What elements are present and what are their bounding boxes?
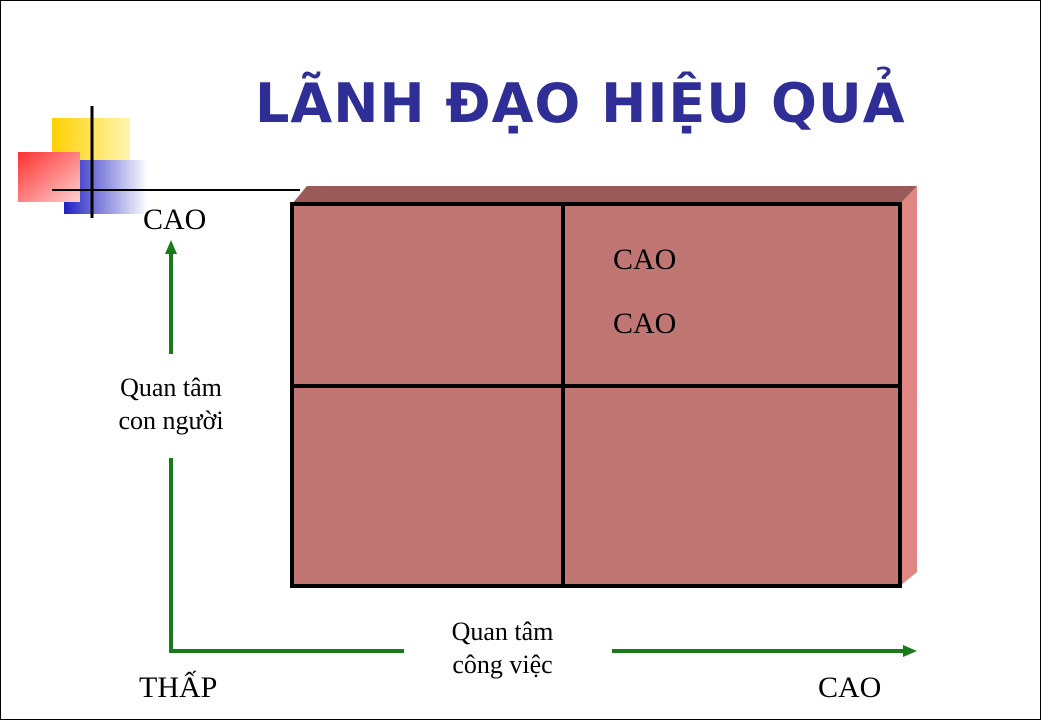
top-right-cell-label-1: CAO: [613, 243, 677, 276]
x-axis-title-line2: công việc: [452, 650, 553, 679]
decorative-squares-graphic: [18, 106, 300, 218]
matrix-border: [290, 202, 902, 588]
y-axis-title-line2: con người: [118, 406, 224, 435]
origin-low-label: THẤP: [139, 671, 218, 704]
matrix-side-face: [900, 186, 917, 586]
y-axis-title: Quan tâm con người: [106, 371, 236, 437]
x-axis-arrowhead: [903, 645, 917, 657]
y-axis-high-label: CAO: [143, 203, 207, 236]
matrix-top-face: [292, 186, 917, 204]
x-axis-high-label: CAO: [818, 671, 882, 704]
x-axis-title-line1: Quan tâm: [451, 617, 554, 646]
slide-title: LÃNH ĐẠO HIỆU QUẢ: [255, 72, 906, 135]
y-axis-arrowhead: [165, 240, 177, 254]
x-axis-title: Quan tâm công việc: [420, 615, 585, 681]
red-square: [18, 152, 80, 202]
y-axis-title-line1: Quan tâm: [120, 373, 222, 402]
top-right-cell-label-2: CAO: [613, 307, 677, 340]
matrix-front-face: [292, 204, 900, 586]
